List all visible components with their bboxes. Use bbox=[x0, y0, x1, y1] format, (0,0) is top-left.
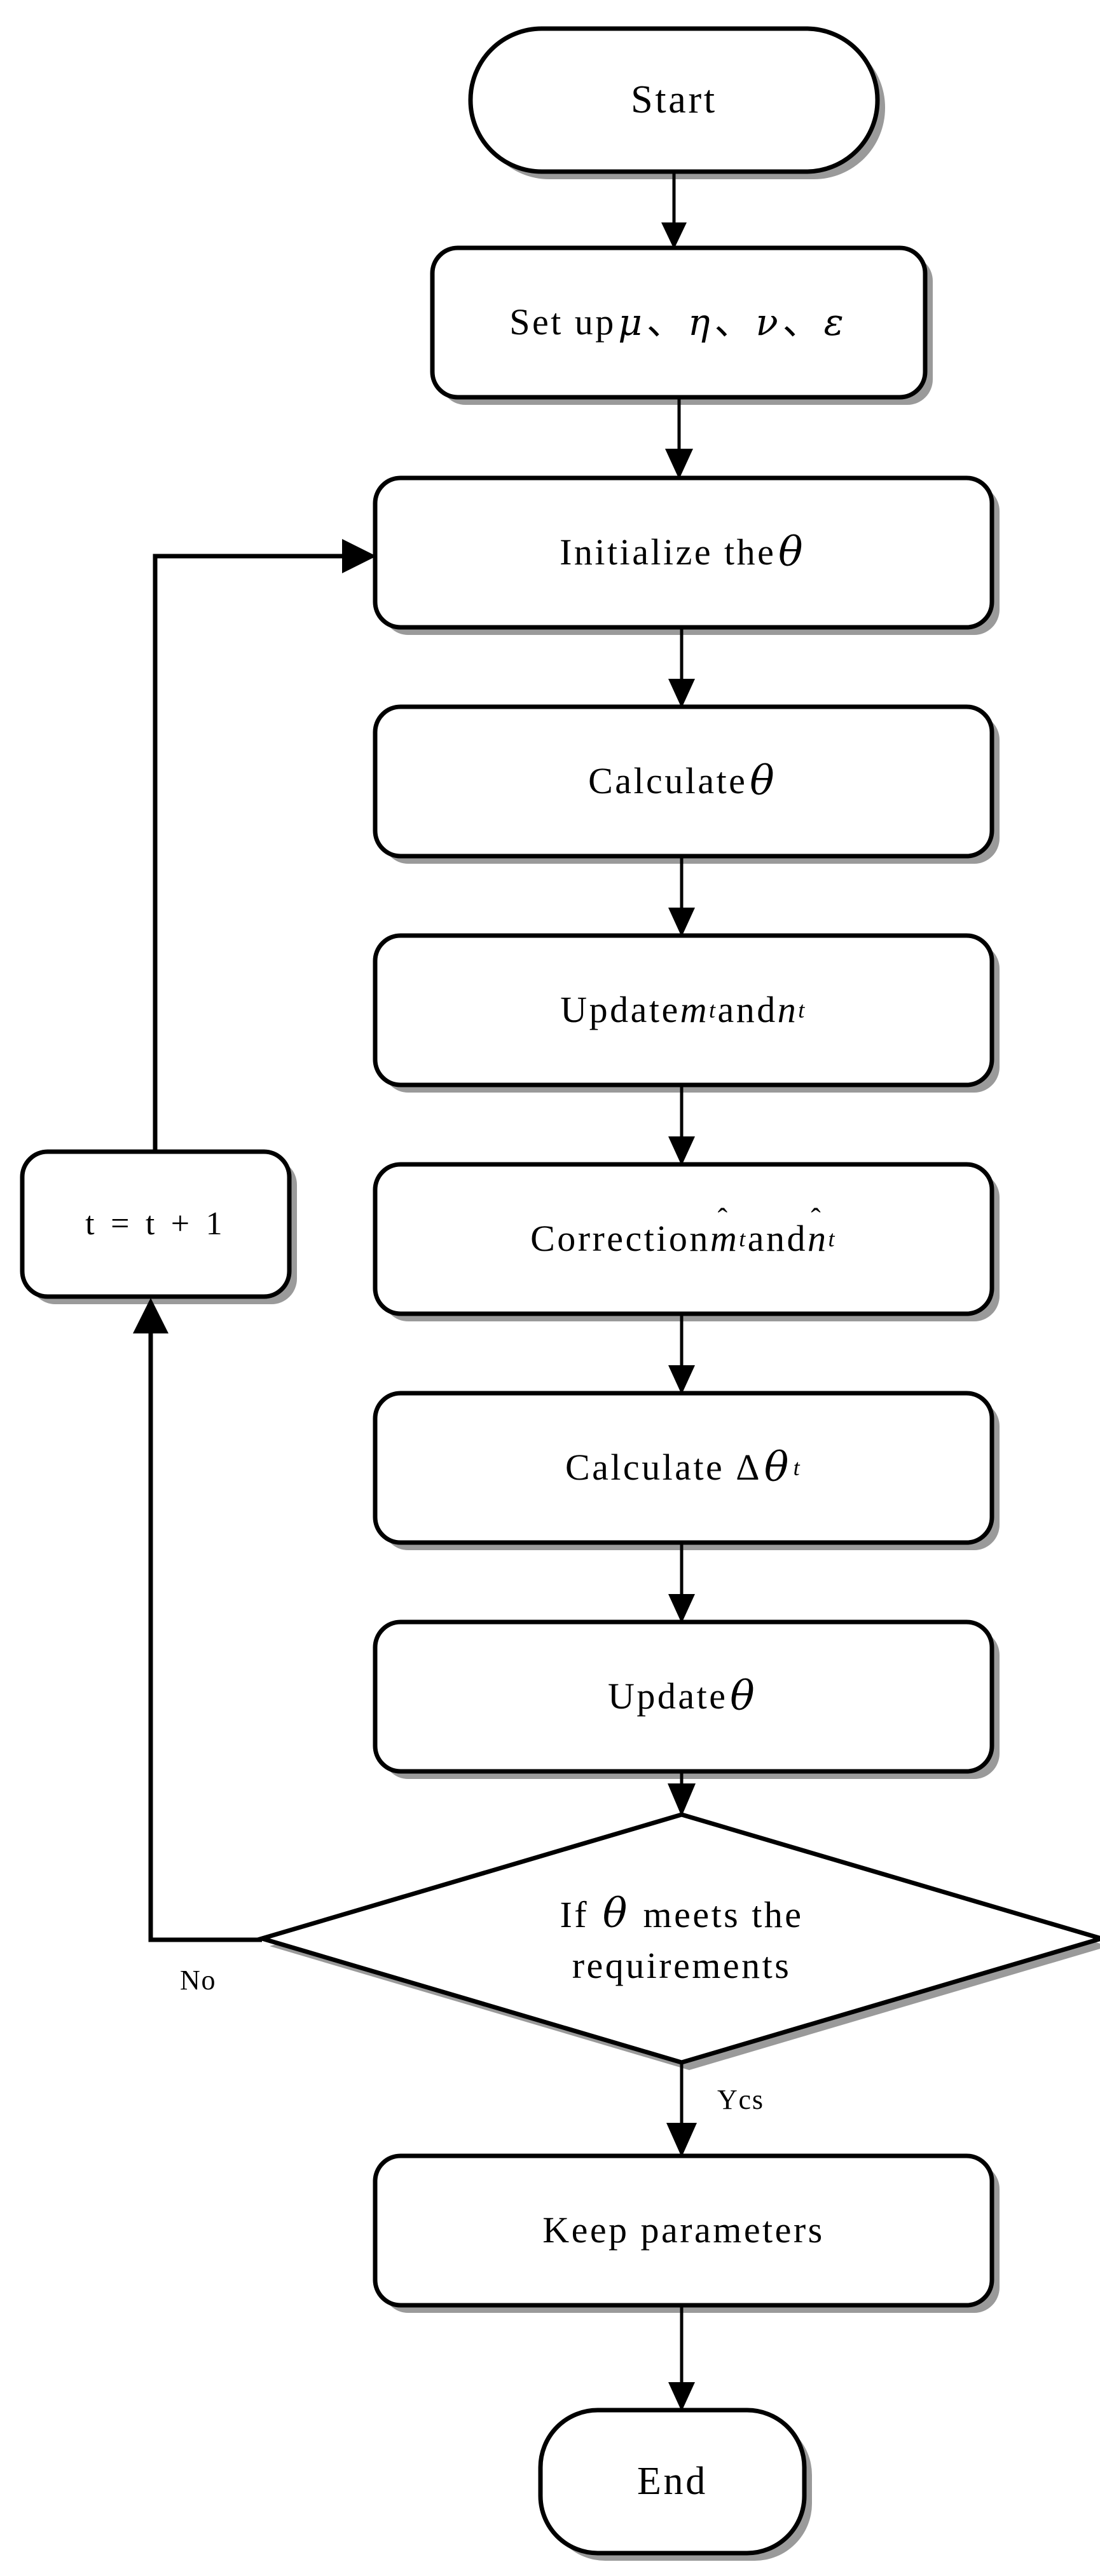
node-end-shape[interactable] bbox=[538, 2408, 807, 2556]
arrowhead-keep-to-end bbox=[668, 2382, 695, 2411]
node-correction-mn-shape[interactable] bbox=[373, 1162, 994, 1316]
arrowhead-decision-no-to-increment bbox=[133, 1298, 168, 1333]
node-keep-parameters-shape[interactable] bbox=[373, 2153, 994, 2308]
arrowhead-initialize-to-calculate bbox=[668, 679, 695, 708]
edge-label-no: No bbox=[180, 1965, 217, 1996]
arrowhead-increment-to-initialize bbox=[342, 539, 376, 573]
node-update-theta-shape[interactable] bbox=[373, 1619, 994, 1774]
edge-label-yes: Ycs bbox=[717, 2084, 764, 2115]
node-calculate-delta-theta-shape[interactable] bbox=[373, 1391, 994, 1545]
arrowhead-start-to-setup bbox=[661, 222, 687, 249]
arrowhead-decision-yes-to-keep bbox=[666, 2123, 697, 2157]
node-decision-shape[interactable] bbox=[254, 1812, 1100, 2065]
arrowhead-delta-to-update-theta bbox=[668, 1594, 695, 1623]
node-update-mn-shape[interactable] bbox=[373, 933, 994, 1087]
node-start-shape[interactable] bbox=[468, 26, 880, 174]
node-increment-t-shape[interactable] bbox=[20, 1149, 292, 1299]
edge-increment-to-initialize-path bbox=[153, 554, 356, 1152]
arrowhead-correction-to-delta bbox=[668, 1365, 695, 1394]
arrowhead-setup-to-initialize bbox=[665, 449, 693, 479]
node-shapes bbox=[20, 26, 1100, 2556]
arrowhead-update-mn-to-correction bbox=[668, 1136, 695, 1166]
edge-decision-no-path bbox=[148, 1317, 262, 1942]
arrowhead-update-theta-to-decision bbox=[668, 1783, 696, 1816]
node-initialize-shape[interactable] bbox=[373, 475, 994, 630]
connectors bbox=[133, 172, 697, 2411]
node-setup-shape[interactable] bbox=[430, 245, 928, 400]
arrowhead-calculate-to-update-mn bbox=[668, 908, 695, 937]
node-calculate-theta-shape[interactable] bbox=[373, 704, 994, 859]
